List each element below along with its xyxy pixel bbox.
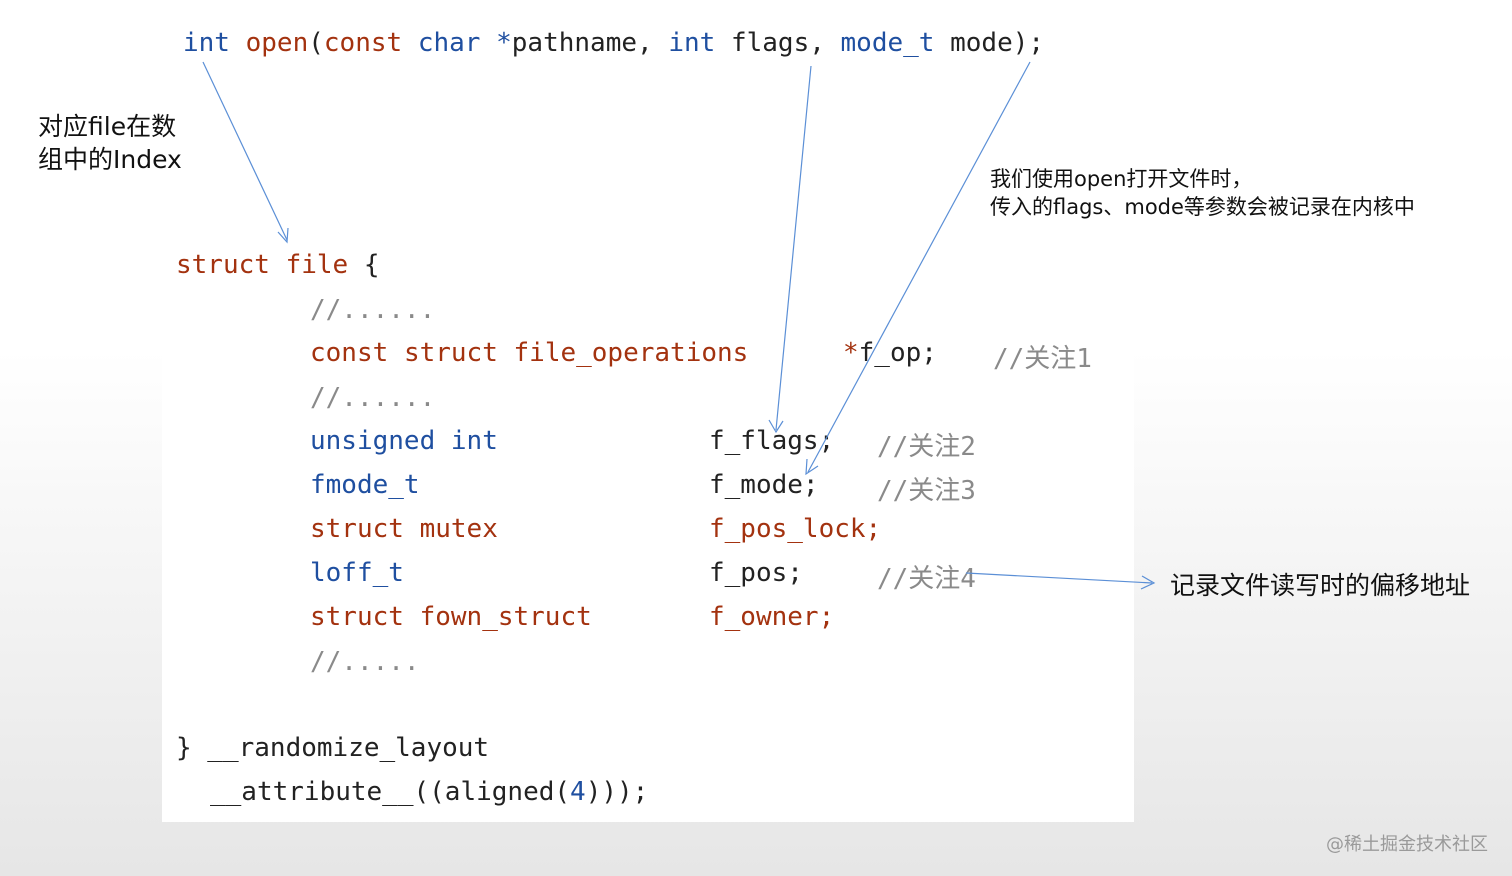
arrowhead-mode (805, 458, 819, 476)
comment-focus-4: //关注4 (877, 564, 976, 594)
note-offset: 记录文件读写时的偏移地址 (1170, 571, 1471, 600)
comment-line-3: //..... (310, 647, 420, 677)
field-flags-type: unsigned int (310, 426, 498, 456)
arrowhead-offset (1140, 575, 1156, 590)
sig-int-keyword: int (183, 28, 230, 58)
field-lock-name: f_pos_lock; (709, 514, 882, 544)
open-signature: int open(const char *pathname, int flags… (183, 28, 1045, 58)
comment-focus-1: //关注1 (993, 344, 1092, 374)
sig-flags-param: flags, (715, 28, 841, 58)
sig-char-keyword: char (417, 28, 481, 58)
signature-panel (160, 18, 1104, 76)
field-ops-name: *f_op; (843, 338, 937, 368)
struct-close: } __randomize_layout (176, 733, 490, 763)
field-lock-type: struct mutex (310, 514, 498, 544)
struct-file-panel (162, 244, 1134, 822)
arrow-pos-to-offset-note (965, 572, 1153, 584)
struct-head: struct file { (176, 250, 380, 280)
struct-attribute: __attribute__((aligned(4))); (210, 777, 649, 807)
note-flags-mode: 我们使用open打开文件时， 传入的flags、mode等参数会被记录在内核中 (990, 167, 1415, 219)
arrow-int-to-file (202, 61, 288, 241)
field-mode-type: fmode_t (310, 470, 420, 500)
arrowhead-flags (768, 419, 784, 434)
arrow-mode-to-f-mode (807, 61, 1031, 473)
watermark: @稀土掘金技术社区 (1326, 834, 1488, 855)
field-owner-type: struct fown_struct (310, 602, 592, 632)
field-flags-name: f_flags; (709, 426, 835, 456)
field-mode-name: f_mode; (709, 470, 819, 500)
sig-pathname-param: pathname, (511, 28, 669, 58)
arrowhead-file (277, 227, 289, 244)
sig-mode-param: mode); (934, 28, 1045, 58)
comment-focus-2: //关注2 (877, 432, 976, 462)
field-pos-name: f_pos; (709, 558, 803, 588)
field-pos-type: loff_t (310, 558, 404, 588)
field-ops-type: const struct file_operations (310, 338, 749, 368)
comment-line-1: //...... (310, 295, 436, 325)
sig-mode-type: mode_t (840, 28, 935, 58)
sig-open-func: open (245, 28, 309, 58)
arrow-flags-to-f-flags (775, 65, 812, 431)
comment-focus-3: //关注3 (877, 476, 976, 506)
sig-int-keyword-2: int (668, 28, 716, 58)
sig-const-keyword: const (323, 28, 403, 58)
comment-line-2: //...... (310, 383, 436, 413)
note-file-index: 对应file在数 组中的Index (38, 112, 182, 174)
field-owner-name: f_owner; (709, 602, 835, 632)
